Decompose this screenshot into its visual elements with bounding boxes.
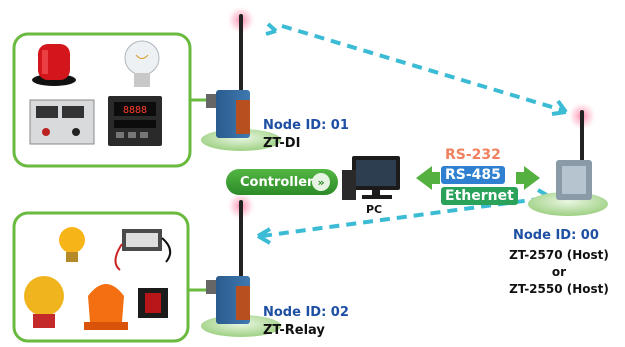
node-02-id: Node ID: 02: [263, 305, 349, 320]
double-chevron-icon: »: [312, 173, 330, 191]
node-01-id: Node ID: 01: [263, 118, 349, 133]
rocker-switch-icon: [138, 288, 168, 318]
svg-text:8888: 8888: [123, 105, 147, 116]
bottom-device-panel: [12, 211, 190, 343]
rs485-label: RS-485: [441, 166, 505, 184]
light-bulb-icon: [124, 40, 160, 87]
pc-icon: [342, 156, 400, 200]
link-arrowhead: [551, 99, 568, 116]
controller-label: Controller: [240, 174, 314, 190]
host-model-a: ZT-2570 (Host): [509, 248, 609, 262]
host-model-b: ZT-2550 (Host): [509, 282, 609, 296]
antenna-icon: [239, 200, 243, 280]
host-node-id: Node ID: 00: [513, 228, 599, 243]
rs232-label: RS-232: [445, 147, 501, 163]
pc-label: PC: [366, 203, 383, 216]
node-zt-relay-device: [201, 191, 281, 337]
arrow-to-pc-icon: [416, 166, 440, 190]
antenna-icon: [239, 14, 243, 94]
power-supply-icon: [29, 99, 95, 145]
host-node-device: [528, 101, 608, 216]
node-01-model: ZT-DI: [263, 136, 301, 151]
host-or-label: or: [551, 265, 567, 279]
arrow-to-host-icon: [516, 166, 540, 190]
node-02-model: ZT-Relay: [263, 323, 325, 338]
top-device-panel: 8888: [12, 32, 192, 168]
link-arrowhead: [265, 22, 278, 36]
ethernet-label: Ethernet: [441, 187, 518, 205]
controller-button[interactable]: Controller »: [226, 169, 338, 195]
temperature-controller-icon: 8888: [108, 96, 162, 146]
relay-module-icon: [114, 229, 172, 271]
siren-light-icon: [32, 44, 76, 86]
bulb-icon: [59, 227, 85, 262]
wireless-link-di-host: [281, 24, 563, 112]
warning-light-icon: [84, 284, 128, 330]
antenna-icon: [580, 110, 584, 172]
link-arrowhead: [256, 227, 272, 245]
node-zt-di-device: [201, 5, 281, 151]
alarm-bell-icon: [24, 276, 64, 328]
